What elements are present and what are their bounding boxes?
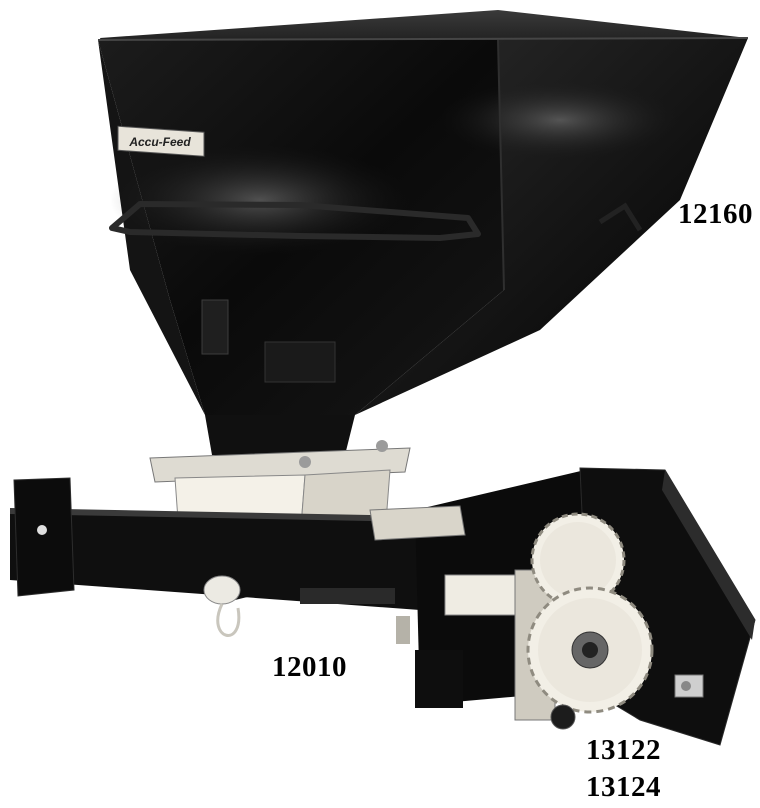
- frame-main-bar: [10, 512, 520, 640]
- hopper: Accu-Feed: [97, 10, 749, 483]
- frame-hole: [37, 525, 47, 535]
- part-number-frame: 12010: [272, 651, 347, 683]
- frame-underside-slot: [300, 588, 395, 604]
- hopper-corner-edge: [497, 39, 505, 291]
- drive-mount-plate: [369, 505, 466, 541]
- hopper-reflection: [440, 80, 680, 160]
- guard-latch: [674, 674, 704, 698]
- hopper-spout: [205, 415, 355, 455]
- drive-assembly: [369, 467, 756, 746]
- adjustment-knob: [550, 704, 576, 730]
- side-guard-edge: [662, 470, 755, 640]
- hopper-side-bracket: [598, 202, 643, 232]
- small-sprocket: [526, 586, 654, 714]
- cap-chain: [216, 603, 241, 637]
- shaft-cap: [203, 575, 241, 605]
- part-number-sprocket-a: 13122: [586, 734, 661, 766]
- frame-clip: [396, 616, 410, 644]
- flange-bolt: [299, 456, 311, 468]
- drive-foot: [415, 650, 463, 708]
- part-number-sprocket-b: 13124: [586, 771, 661, 803]
- hopper-inner-panel: [264, 341, 336, 383]
- part-number-hopper: 12160: [678, 198, 753, 230]
- nameplate-brand: Accu-Feed: [128, 135, 191, 149]
- frame-left-mount: [13, 477, 75, 597]
- hopper-reflection: [110, 145, 410, 255]
- flange-bolt: [376, 440, 388, 452]
- hopper-sight-window: [201, 299, 229, 355]
- hopper-rim-edge: [97, 37, 749, 41]
- large-sprocket: [530, 512, 626, 608]
- hopper-handle: [109, 201, 481, 241]
- nameplate: Accu-Feed: [117, 125, 205, 157]
